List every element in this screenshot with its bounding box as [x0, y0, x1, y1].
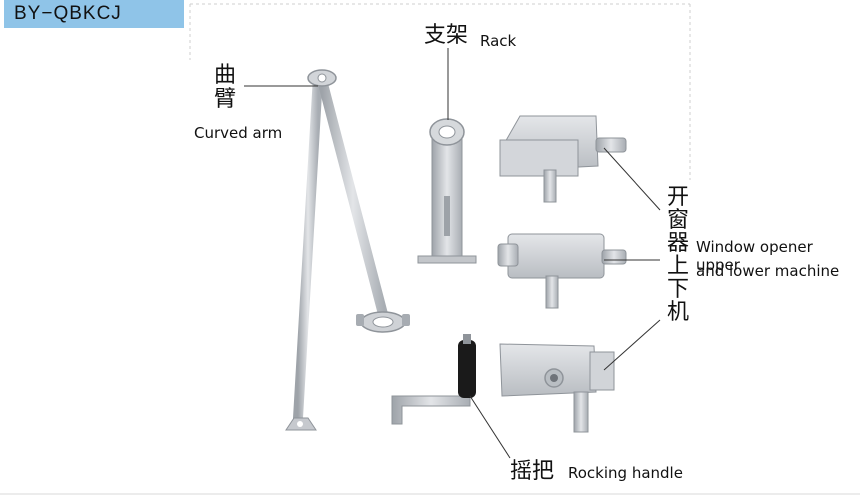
window-opener-bottom-image	[499, 343, 615, 433]
window-opener-top-image	[499, 115, 627, 203]
rack-image	[417, 118, 477, 264]
rocking-handle-image	[391, 334, 476, 425]
product-code-tag: BY−QBKCJ	[4, 0, 184, 28]
window-opener-label-en-1: Window opener upper	[696, 238, 813, 274]
window-opener-label-en-2: and lower machine	[696, 262, 840, 280]
curved-arm-label-en: Curved arm	[194, 124, 283, 142]
curved-arm-label-cn: 曲 臂	[213, 63, 236, 112]
rack-label-cn: 支架	[424, 23, 469, 48]
leader-lines	[244, 48, 661, 459]
curved-arm-image	[285, 69, 410, 431]
rocking-handle-label-en: Rocking handle	[568, 464, 683, 482]
window-opener-middle-image	[497, 233, 627, 309]
dashed-frame	[189, 3, 691, 180]
window-opener-label-cn: 开 窗 器 上 下 机	[666, 185, 689, 325]
rocking-handle-label-cn: 摇把	[510, 459, 555, 484]
rack-label-en: Rack	[480, 32, 517, 50]
